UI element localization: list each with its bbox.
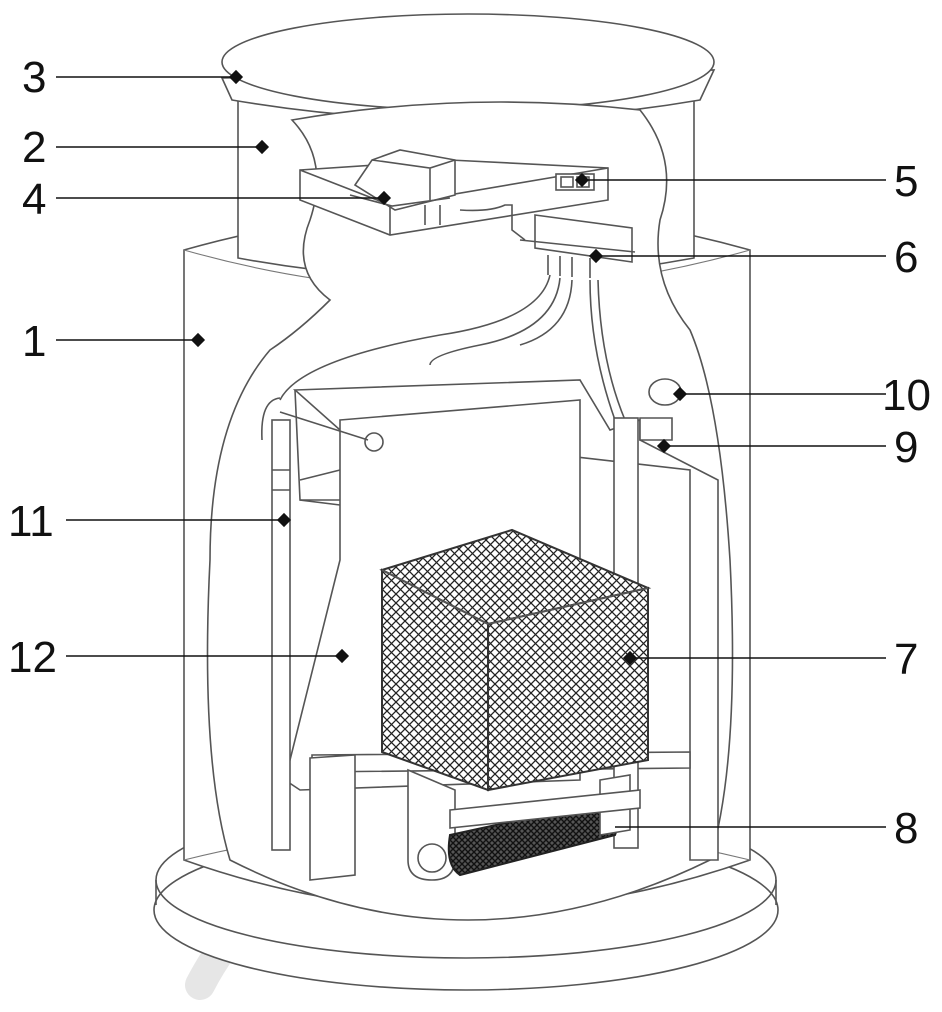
aerator-tube: [407, 768, 641, 881]
callout-9: 9: [894, 423, 918, 472]
bio-filter-cube: [379, 528, 652, 792]
air-hoses: [279, 274, 626, 421]
airlift-pipe: [261, 397, 291, 851]
callout-4: 4: [22, 175, 46, 224]
callout-3: 3: [22, 53, 46, 102]
callout-12: 12: [8, 633, 57, 682]
callout-10: 10: [882, 371, 931, 420]
air-manifold: [424, 204, 636, 278]
callout-2: 2: [22, 123, 46, 172]
callout-7: 7: [894, 635, 918, 684]
callout-6: 6: [894, 233, 918, 282]
callout-8: 8: [894, 804, 918, 853]
callout-numbers: 3 2 4 1 11 12 5 6 10 9 7 8: [8, 53, 931, 853]
callout-leaders: [56, 69, 886, 828]
callout-1: 1: [22, 317, 46, 366]
callout-11: 11: [8, 497, 54, 546]
callout-5: 5: [894, 157, 918, 206]
